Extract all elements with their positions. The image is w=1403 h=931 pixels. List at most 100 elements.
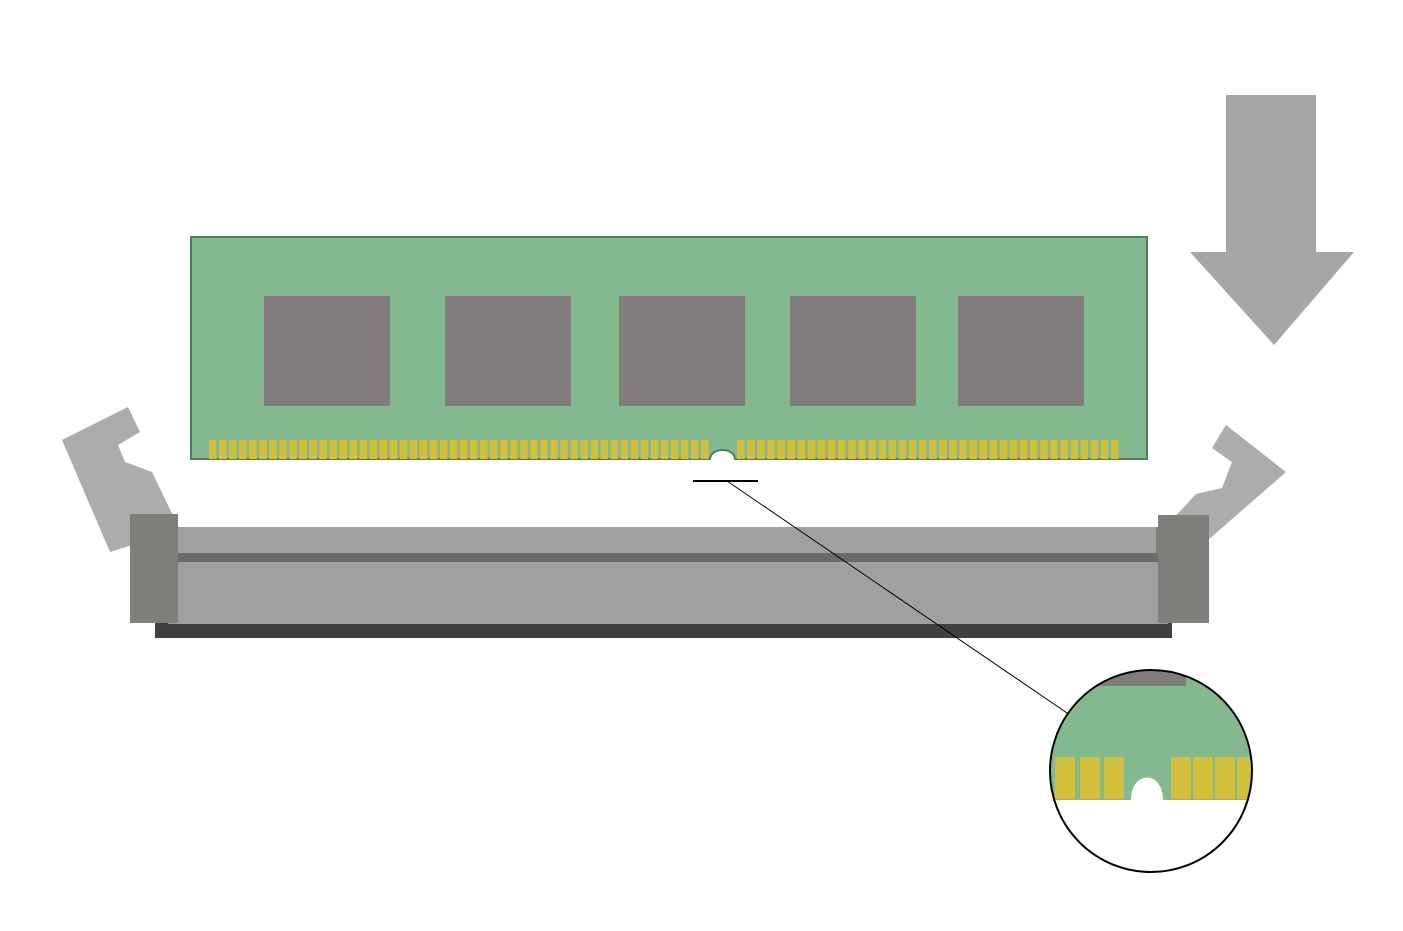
contact-pin	[329, 440, 337, 459]
right-latch-icon	[1160, 425, 1286, 540]
contact-pin	[219, 440, 227, 459]
contact-pin	[249, 440, 257, 459]
contact-pin	[838, 440, 846, 459]
contact-pin	[827, 440, 836, 459]
notch-zoom-callout	[1049, 669, 1253, 873]
ram-module	[190, 236, 1148, 460]
slot-end-right-inner	[1156, 527, 1166, 553]
contact-pin	[550, 440, 558, 459]
memory-chips	[264, 296, 1084, 406]
contact-pin	[339, 440, 347, 459]
contact-pin	[299, 440, 307, 459]
memory-chip	[790, 296, 916, 406]
contact-pin	[959, 440, 967, 459]
contact-pin	[747, 440, 755, 459]
memory-slot	[130, 514, 1209, 638]
contact-pin	[848, 440, 856, 459]
contact-pin	[570, 440, 578, 459]
contact-pin	[590, 440, 598, 459]
contact-pin	[480, 440, 488, 459]
contact-pin	[898, 440, 907, 459]
zoom-contact-pin	[1171, 757, 1191, 799]
contact-pin	[209, 440, 217, 459]
contact-pin	[530, 440, 538, 459]
contact-pin	[918, 440, 927, 459]
contact-pin	[1110, 440, 1119, 459]
contact-pin	[858, 440, 866, 459]
contact-pin	[319, 440, 327, 459]
contact-pin	[868, 440, 876, 459]
contact-pin	[259, 440, 267, 459]
contact-pin	[389, 440, 398, 459]
contact-pin	[490, 440, 498, 459]
contact-pin	[419, 440, 428, 459]
contact-pin	[650, 440, 659, 459]
contact-pin	[929, 440, 937, 459]
contact-pin	[888, 440, 897, 459]
contact-pin	[939, 440, 947, 459]
contact-pin	[309, 440, 317, 459]
callout-pointer	[693, 480, 1071, 716]
contact-pin	[239, 440, 247, 459]
contact-pin	[787, 440, 796, 459]
contact-pin	[1060, 440, 1068, 459]
contact-pin	[560, 440, 568, 459]
down-arrow-icon	[1190, 95, 1354, 345]
contact-pin	[908, 440, 917, 459]
contact-pin	[369, 440, 378, 459]
memory-chip	[445, 296, 571, 406]
contact-pin	[429, 440, 438, 459]
slot-end-left-inner	[170, 528, 178, 553]
memory-chip	[619, 296, 745, 406]
contact-pin	[510, 440, 518, 459]
zoom-contact-pin	[1215, 757, 1235, 799]
contact-pin	[660, 440, 669, 459]
contact-pin	[600, 440, 608, 459]
contact-pin	[1009, 440, 1018, 459]
contact-pin	[379, 440, 388, 459]
contact-pin	[229, 440, 237, 459]
contact-pin	[460, 440, 468, 459]
contact-pin	[700, 440, 709, 459]
zoom-contact-pin	[1193, 757, 1213, 799]
contact-pin	[439, 440, 448, 459]
zoom-contact-pin	[1237, 757, 1251, 799]
contact-pin	[979, 440, 988, 459]
zoom-gold-contacts	[1055, 757, 1251, 799]
contact-pin	[797, 440, 806, 459]
zoom-contact-pin	[1080, 757, 1100, 799]
contact-pin	[1050, 440, 1058, 459]
contact-pin	[690, 440, 699, 459]
contact-pin	[817, 440, 826, 459]
slot-end-right	[1158, 515, 1209, 623]
contact-pin	[807, 440, 816, 459]
magnifier-ring	[1049, 669, 1253, 873]
zoom-contact-pin	[1055, 757, 1075, 799]
contact-pin	[580, 440, 588, 459]
contact-pin	[757, 440, 765, 459]
contact-pin	[640, 440, 649, 459]
contact-pin	[620, 440, 629, 459]
contact-pin	[349, 440, 357, 459]
memory-chip	[264, 296, 390, 406]
contact-pin	[737, 440, 745, 459]
contact-pin	[409, 440, 418, 459]
contact-pin	[1070, 440, 1078, 459]
contact-pin	[680, 440, 689, 459]
contact-pin	[1080, 440, 1089, 459]
contact-pin	[1100, 440, 1109, 459]
contact-pin	[359, 440, 368, 459]
contact-pin	[1019, 440, 1028, 459]
contact-pin	[610, 440, 619, 459]
contact-pin	[540, 440, 548, 459]
slot-body	[168, 527, 1168, 624]
contact-pin	[1090, 440, 1099, 459]
contact-pin	[449, 440, 458, 459]
contact-pin	[969, 440, 977, 459]
contact-pin	[279, 440, 287, 459]
contact-pin	[670, 440, 679, 459]
contact-pin	[500, 440, 508, 459]
zoom-contact-pin	[1104, 757, 1124, 799]
